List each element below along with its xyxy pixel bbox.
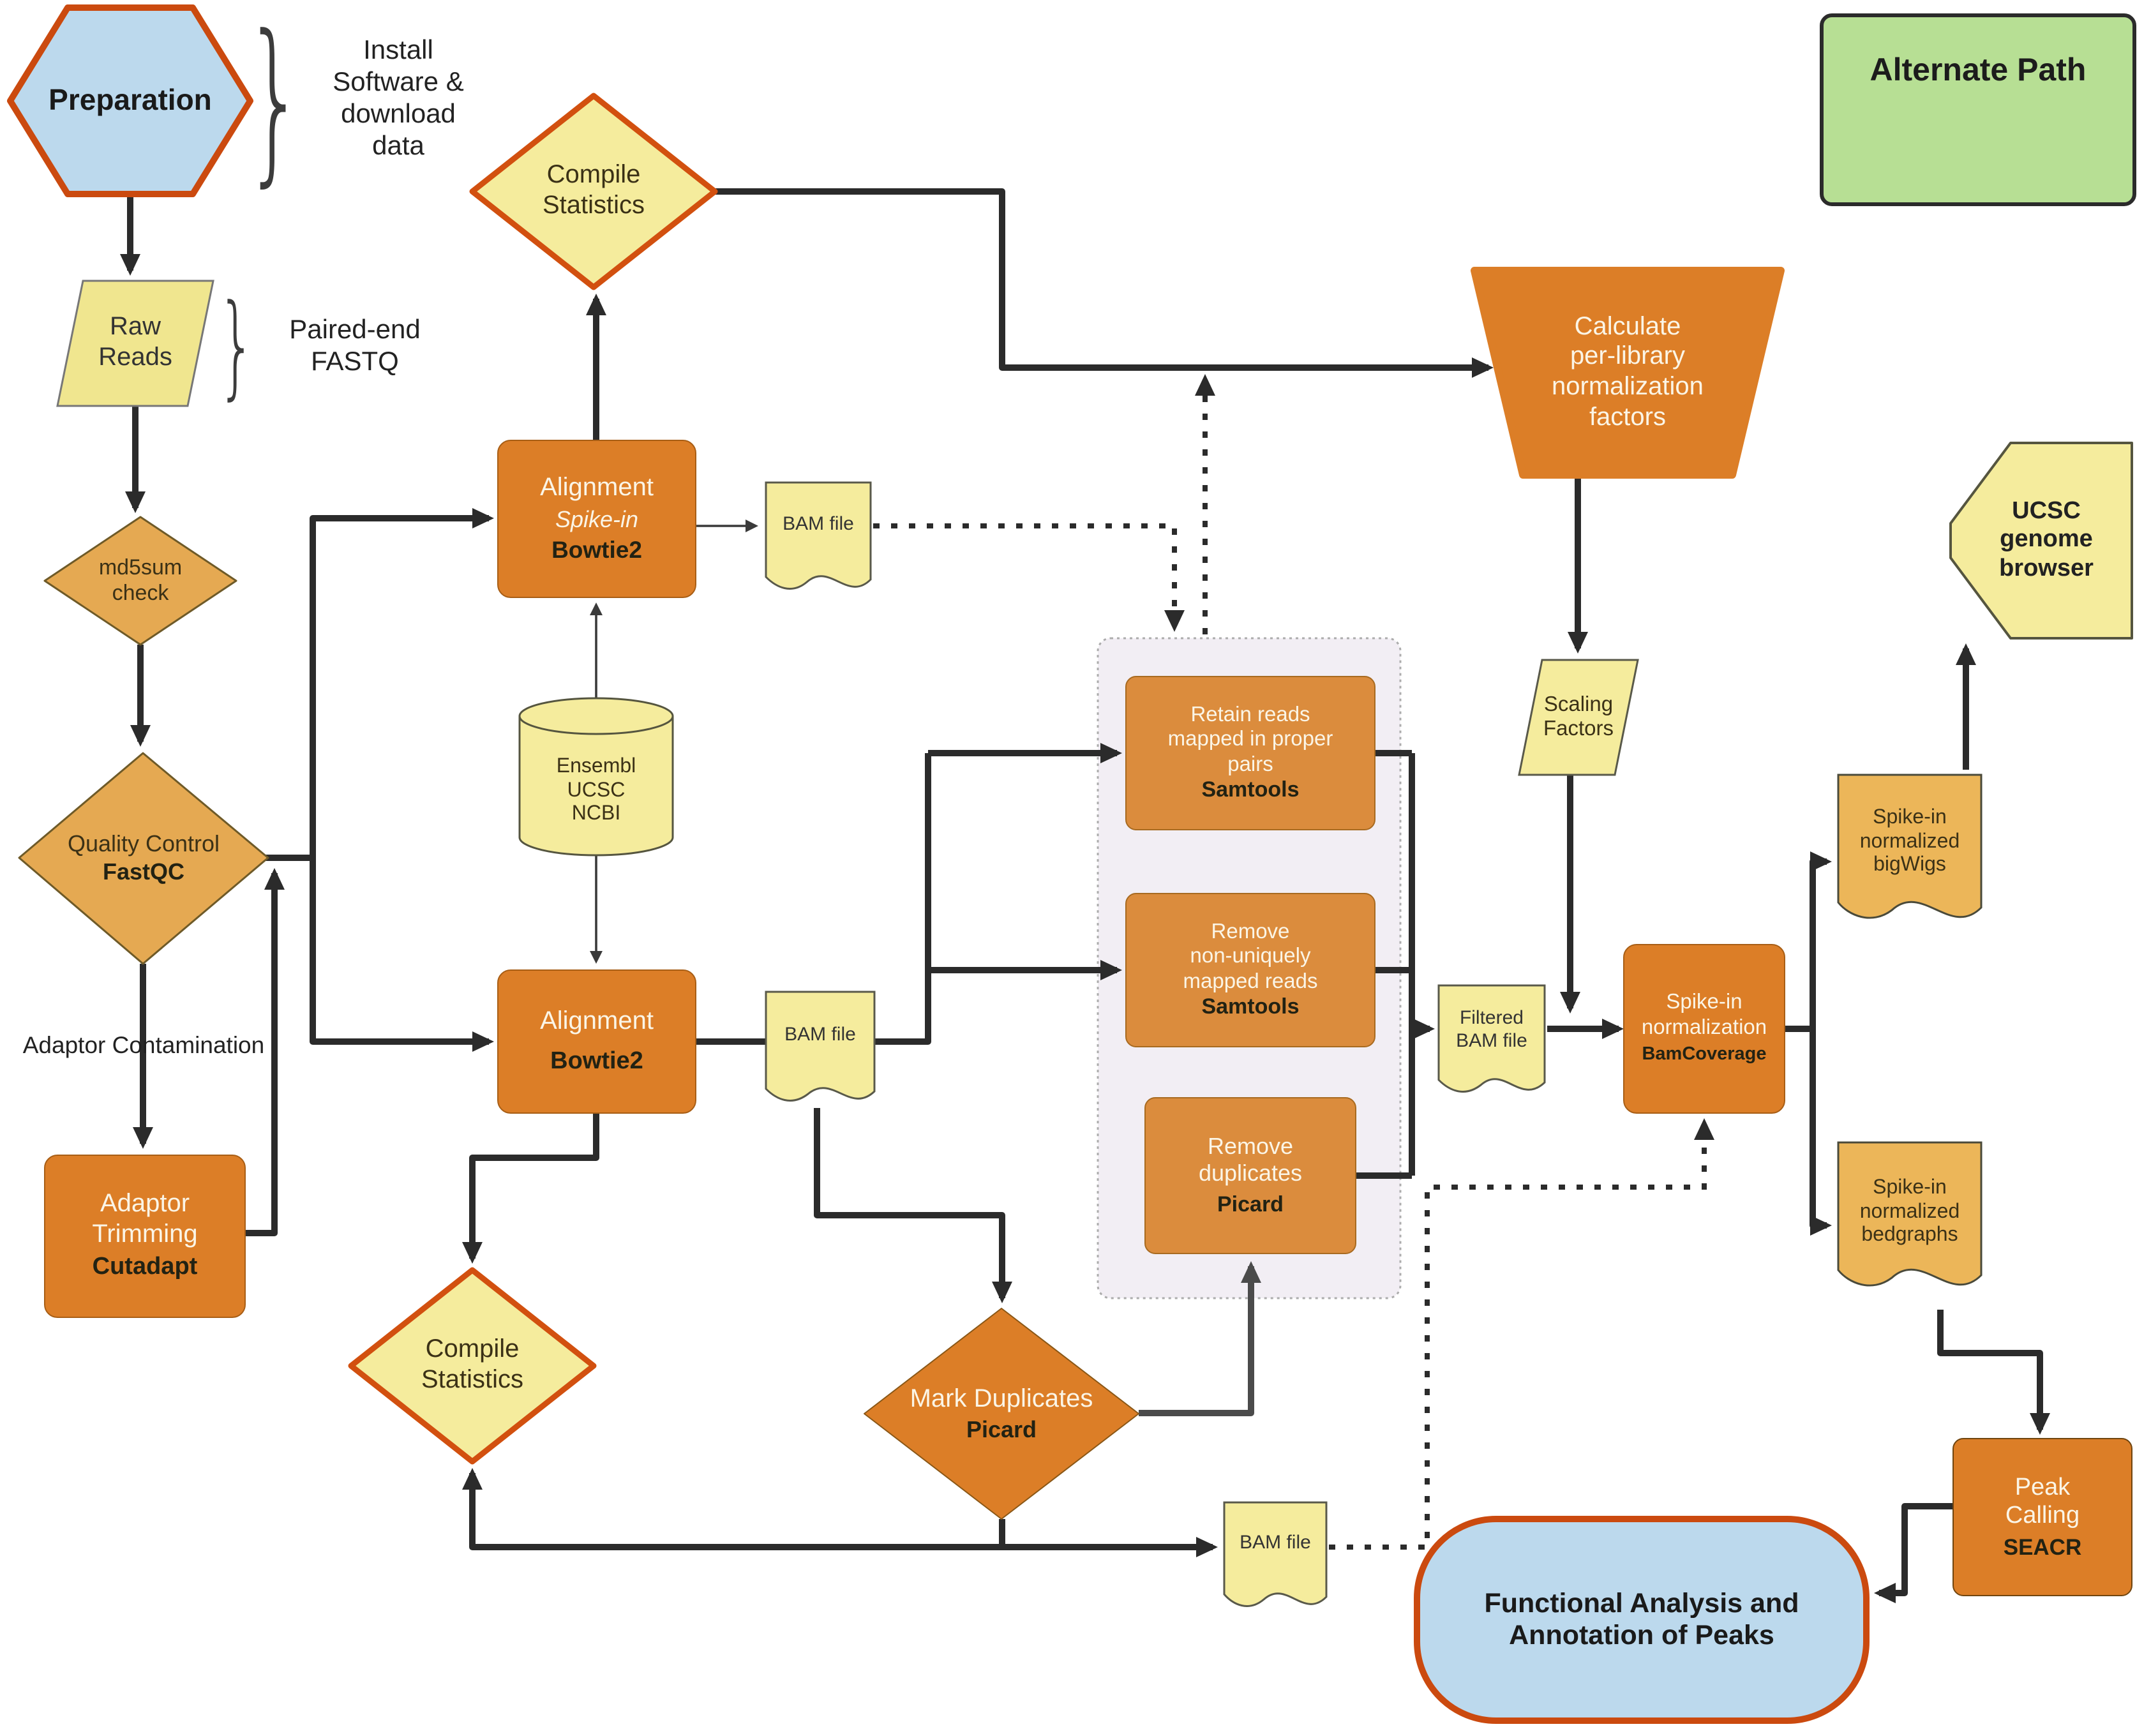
compile-statistics-top-diamond (469, 93, 718, 290)
arrow-quality-control-to-alignment-spike-in (310, 508, 494, 858)
arrow-peak-calling-to-functional-analysis (1874, 1503, 1953, 1603)
remove-non-unique-box (1125, 893, 1375, 1047)
scaling-factors-parallelogram (1518, 659, 1639, 776)
compile-statistics-bottom-diamond (348, 1267, 597, 1465)
bam-file-marked-document (1223, 1501, 1328, 1607)
quality-control-diamond (18, 752, 269, 965)
arrow-adaptor-trimming-loop-to-quality-control (245, 868, 285, 1236)
reference-databases-cylinder (518, 697, 674, 857)
alignment-box (497, 969, 696, 1114)
arrow-mark-duplicates-to-compile-statistics-bottom (462, 1468, 1005, 1550)
remove-duplicates-box (1144, 1097, 1356, 1254)
functional-analysis-terminal (1414, 1516, 1870, 1724)
adaptor-trimming-box (44, 1155, 246, 1318)
arrow-compile-statistics-to-calculate-normalization (715, 188, 1494, 378)
arrow-bam-to-mark-duplicates (814, 1108, 1012, 1303)
reference-databases-cylinder-lid (518, 715, 674, 735)
spike-in-bedgraphs-document (1837, 1141, 1982, 1287)
alignment-spike-in-box (497, 440, 696, 598)
bam-file-aligned-document (765, 991, 876, 1102)
filtered-bam-file-document (1437, 984, 1546, 1093)
retain-proper-pairs-box (1125, 676, 1375, 830)
md5sum-check-diamond (43, 516, 237, 646)
bam-file-spike-in-document (765, 481, 872, 590)
arrow-mark-duplicates-to-remove-duplicates (1139, 1261, 1261, 1416)
arrow-quality-control-to-alignment (310, 858, 494, 1052)
spike-in-normalization-box (1623, 944, 1785, 1114)
alternate-path-legend-box (1820, 13, 2136, 206)
spike-in-bigwigs-document (1837, 774, 1982, 919)
arrow-normalization-to-bedgraphs (1810, 1029, 1832, 1236)
raw-reads-parallelogram (56, 280, 214, 407)
ucsc-genome-browser-shape (1949, 442, 2133, 640)
mark-duplicates-diamond (864, 1308, 1139, 1520)
calculate-normalization-trapezoid (1471, 267, 1785, 479)
preparation-hexagon (7, 4, 253, 197)
arrow-alignment-to-compile-statistics-bottom (462, 1113, 599, 1264)
arrow-bedgraphs-to-peak-calling (1937, 1310, 2050, 1435)
peak-calling-box (1952, 1438, 2132, 1596)
dashed-arrow-bam-to-spike-in-normalization (1329, 1118, 1714, 1550)
dashed-arrow-spike-in-bam-to-filters (873, 523, 1185, 632)
arrow-normalization-to-bigwigs (1810, 851, 1832, 1029)
